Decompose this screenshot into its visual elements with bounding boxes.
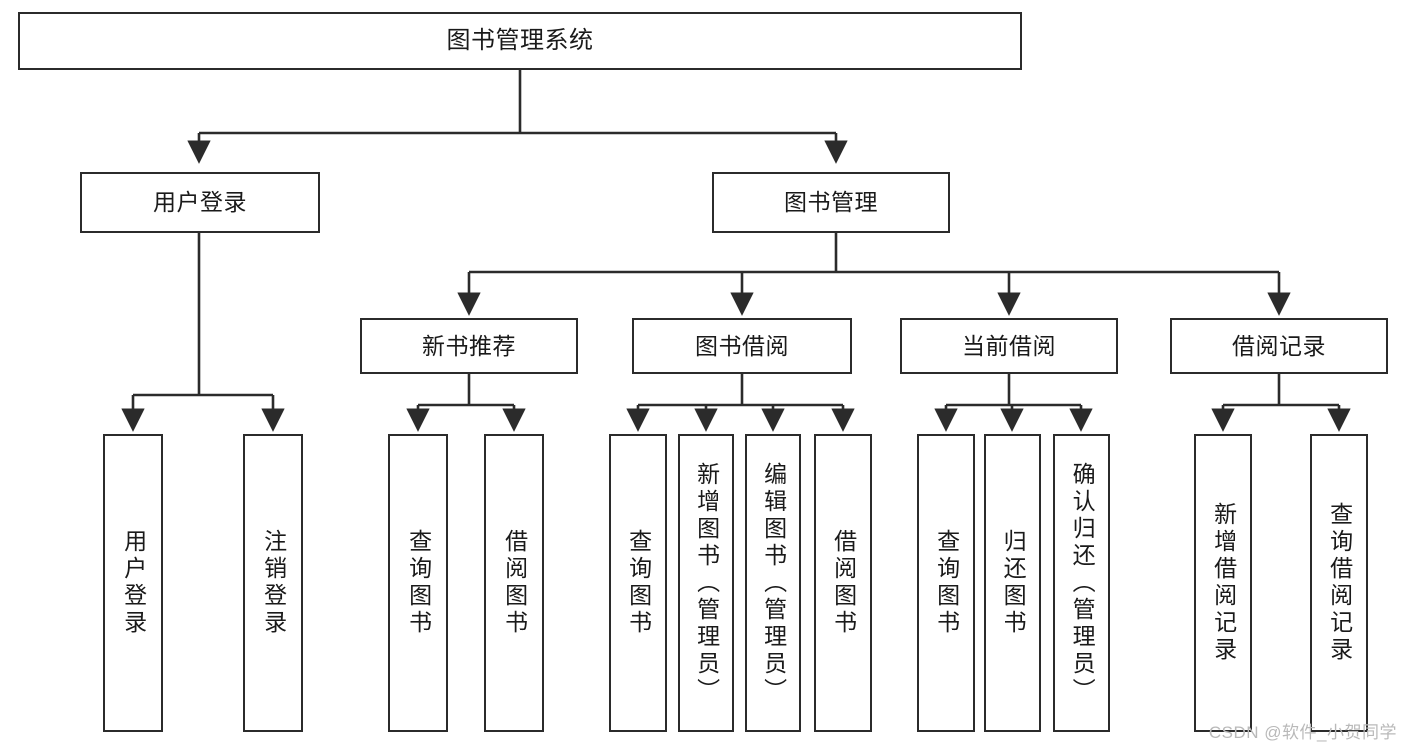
node-borrow-records[interactable]: 借阅记录: [1170, 318, 1388, 374]
node-root-system[interactable]: 图书管理系统: [18, 12, 1022, 70]
node-label: 注销登录: [260, 529, 287, 637]
node-leaf-query-book-3[interactable]: 查询图书: [917, 434, 975, 732]
node-leaf-confirm-return[interactable]: 确认归还（管理员）: [1053, 434, 1110, 732]
node-label: 借阅记录: [1232, 332, 1326, 359]
node-label: 借阅图书: [830, 529, 857, 637]
node-leaf-borrow-book-2[interactable]: 借阅图书: [814, 434, 872, 732]
node-label: 新增图书（管理员）: [693, 461, 720, 705]
node-leaf-user-login[interactable]: 用户登录: [103, 434, 163, 732]
node-book-borrow[interactable]: 图书借阅: [632, 318, 852, 374]
node-label: 图书管理: [784, 189, 878, 216]
node-label: 用户登录: [153, 189, 247, 216]
node-label: 图书借阅: [695, 332, 789, 359]
node-leaf-logout[interactable]: 注销登录: [243, 434, 303, 732]
node-leaf-borrow-book-1[interactable]: 借阅图书: [484, 434, 544, 732]
node-label: 查询图书: [625, 529, 652, 637]
node-new-book-recommend[interactable]: 新书推荐: [360, 318, 578, 374]
node-label: 新增借阅记录: [1210, 502, 1237, 664]
node-leaf-query-record[interactable]: 查询借阅记录: [1310, 434, 1368, 732]
node-book-management[interactable]: 图书管理: [712, 172, 950, 233]
node-label: 归还图书: [1000, 529, 1027, 637]
node-leaf-query-book-1[interactable]: 查询图书: [388, 434, 448, 732]
node-label: 查询借阅记录: [1326, 502, 1353, 664]
node-leaf-query-book-2[interactable]: 查询图书: [609, 434, 667, 732]
node-leaf-add-record[interactable]: 新增借阅记录: [1194, 434, 1252, 732]
node-label: 编辑图书（管理员）: [760, 461, 787, 705]
node-leaf-add-book[interactable]: 新增图书（管理员）: [678, 434, 734, 732]
node-leaf-return-book[interactable]: 归还图书: [984, 434, 1041, 732]
node-label: 用户登录: [120, 529, 147, 637]
node-label: 新书推荐: [422, 332, 516, 359]
node-label: 当前借阅: [962, 332, 1056, 359]
node-label: 查询图书: [933, 529, 960, 637]
node-label: 确认归还（管理员）: [1069, 461, 1096, 705]
node-label: 图书管理系统: [446, 27, 594, 55]
node-label: 查询图书: [405, 529, 432, 637]
node-label: 借阅图书: [501, 529, 528, 637]
node-leaf-edit-book[interactable]: 编辑图书（管理员）: [745, 434, 801, 732]
csdn-watermark: CSDN @软件_小贺同学: [1208, 723, 1397, 742]
node-current-borrow[interactable]: 当前借阅: [900, 318, 1118, 374]
node-user-login[interactable]: 用户登录: [80, 172, 320, 233]
